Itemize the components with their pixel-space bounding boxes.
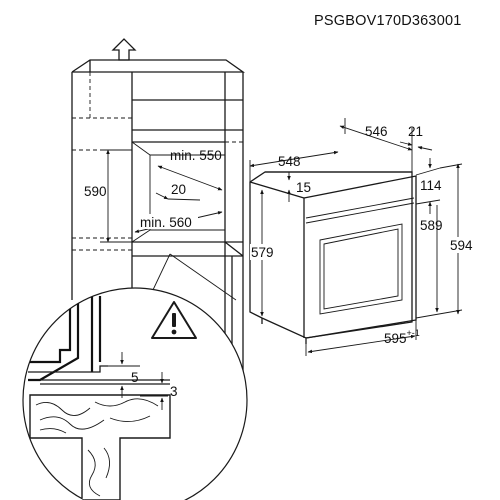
dim-595: 595+-1 — [384, 328, 420, 346]
dim-589: 589 — [420, 218, 443, 233]
oven-dimensions: 546 21 548 15 579 114 589 594 — [249, 118, 481, 356]
warning-icon — [151, 301, 197, 339]
dim-15: 15 — [296, 180, 311, 195]
up-arrow-icon — [111, 38, 137, 61]
dim-5: 5 — [131, 370, 139, 385]
dim-594: 594 — [450, 238, 473, 253]
dim-20: 20 — [171, 182, 186, 197]
dim-590: 590 — [84, 184, 107, 199]
cabinet-dimensions: 590 min. 550 20 min. 560 — [84, 148, 223, 243]
dim-min-560: min. 560 — [140, 215, 192, 230]
dim-min-550: min. 550 — [170, 148, 222, 163]
dim-548: 548 — [278, 154, 301, 169]
dim-21: 21 — [408, 124, 423, 139]
dim-3: 3 — [170, 384, 178, 399]
detail-content — [28, 296, 171, 500]
product-code: PSGBOV170D363001 — [314, 13, 462, 29]
dim-114: 114 — [420, 178, 442, 193]
detail-circle — [22, 287, 248, 500]
oven-drawing — [249, 171, 417, 344]
dim-546: 546 — [365, 124, 388, 139]
callout-leader — [151, 253, 237, 301]
detail-dimensions: 5 3 — [100, 352, 178, 410]
dim-579: 579 — [251, 245, 274, 260]
